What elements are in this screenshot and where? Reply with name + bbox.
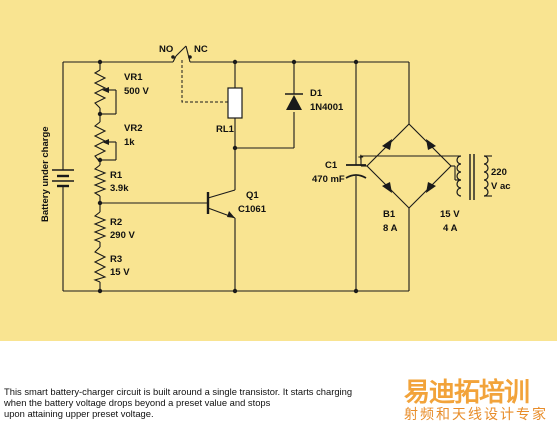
mains-voltage: 220 — [491, 167, 507, 178]
q1-transistor — [206, 189, 236, 219]
secondary-voltage: 15 V — [440, 209, 460, 220]
caption-line-1: This smart battery-charger circuit is bu… — [4, 386, 353, 397]
vr1-name: VR1 — [124, 72, 143, 83]
mains-type: V ac — [491, 181, 511, 192]
junction-dots — [97, 59, 359, 294]
r3-resistor — [93, 246, 107, 283]
watermark-logo-text: 易迪拓培训 — [404, 378, 530, 408]
battery-label: Battery under charge — [40, 126, 51, 222]
b1-value: 8 A — [383, 223, 398, 234]
r1-resistor — [93, 164, 107, 197]
vr1-wiper-arrow — [102, 87, 109, 93]
relay-no-label: NO — [159, 44, 173, 55]
relay-linkage-dashed — [181, 60, 228, 103]
d1-name: D1 — [310, 88, 323, 99]
r2-value: 290 V — [110, 230, 135, 241]
vr2-wiper-arrow — [102, 139, 109, 145]
c1-value: 470 mF — [312, 174, 345, 185]
relay-coil — [227, 87, 243, 119]
component-labels: NO NC VR1 500 V VR2 1k R1 3.9k R2 290 V … — [40, 44, 511, 278]
c1-name: C1 — [325, 160, 338, 171]
r2-resistor — [93, 211, 107, 243]
watermark-subtitle: 射频和天线设计专家 — [404, 407, 548, 423]
relay-nc-label: NC — [194, 44, 208, 55]
r2-name: R2 — [110, 217, 122, 228]
vr1-resistor — [93, 69, 107, 109]
r3-name: R3 — [110, 254, 122, 265]
vr1-value: 500 V — [124, 86, 149, 97]
r1-name: R1 — [110, 170, 123, 181]
r3-value: 15 V — [110, 267, 130, 278]
b1-bridge-rectifier — [366, 123, 452, 209]
vr2-name: VR2 — [124, 123, 142, 134]
relay-contacts — [171, 45, 192, 63]
b1-name: B1 — [383, 209, 396, 220]
caption-line-3: upon attaining upper preset voltage. — [4, 408, 154, 419]
c1-polarity: + — [358, 152, 364, 163]
q1-name: Q1 — [246, 190, 259, 201]
figure-caption: This smart battery-charger circuit is bu… — [4, 386, 404, 419]
diagram-background — [0, 0, 557, 341]
d1-value: 1N4001 — [310, 102, 344, 113]
r1-value: 3.9k — [110, 183, 129, 194]
vr2-value: 1k — [124, 137, 135, 148]
caption-line-2: when the battery voltage drops beyond a … — [4, 397, 271, 408]
q1-value: C1061 — [238, 204, 267, 215]
transformer — [456, 154, 492, 200]
c1-capacitor — [345, 164, 367, 179]
battery-symbol — [52, 169, 74, 188]
rl1-name: RL1 — [216, 124, 235, 135]
secondary-current: 4 A — [443, 223, 458, 234]
d1-diode — [285, 88, 303, 110]
